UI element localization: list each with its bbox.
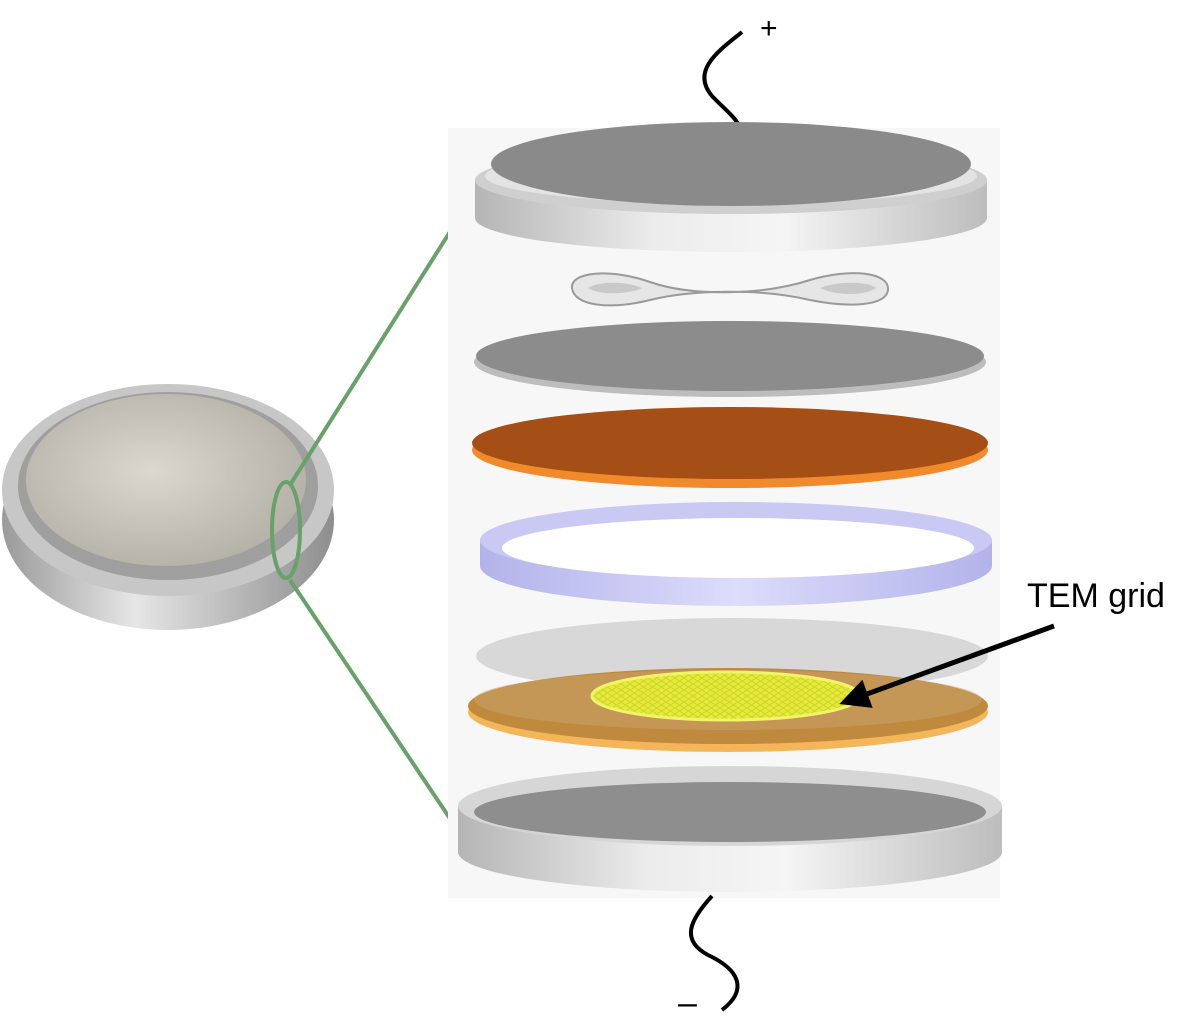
- zoom-callout: [270, 195, 474, 828]
- positive-terminal-label: +: [760, 12, 778, 45]
- zoom-ellipse: [270, 480, 302, 580]
- coin-cell-photo: [2, 384, 334, 630]
- tem-grid-arrow: [839, 623, 1055, 708]
- top-cap: [475, 122, 987, 252]
- spacer-disc: [474, 321, 986, 397]
- tem-grid: [590, 670, 862, 722]
- negative-terminal-label: –: [678, 984, 697, 1022]
- bottom-can: [458, 766, 1002, 892]
- tem-grid-label: TEM grid: [1027, 577, 1165, 615]
- zoom-line-bottom: [288, 578, 457, 828]
- copper-foil: [472, 407, 988, 488]
- zoom-line-top: [288, 195, 474, 487]
- negative-lead: [688, 894, 740, 1012]
- spring-washer: [571, 272, 890, 307]
- separator-ring: [480, 502, 992, 606]
